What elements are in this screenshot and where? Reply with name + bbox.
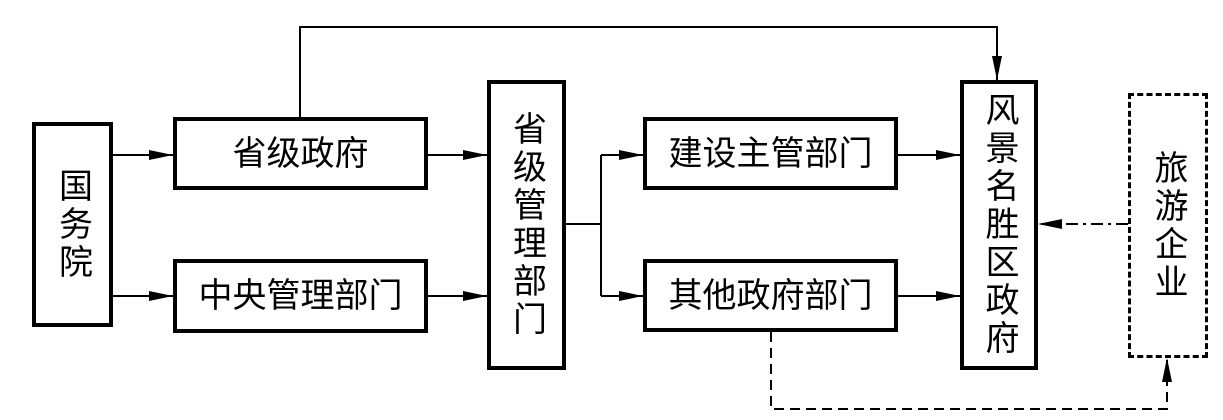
node-provincial-departments: 省级管理部门 (487, 80, 566, 370)
node-other-departments: 其他政府部门 (643, 259, 898, 332)
edge-other-departments-to-tourism-enterprise (770, 332, 1172, 410)
node-provincial-departments-label: 省级管理部门 (506, 111, 547, 339)
node-scenic-area-government: 风景名胜区政府 (960, 80, 1038, 370)
node-central-departments: 中央管理部门 (173, 259, 428, 333)
node-state-council-label: 国务院 (52, 167, 93, 282)
node-tourism-enterprise: 旅游企业 (1128, 93, 1208, 358)
node-state-council: 国务院 (32, 122, 113, 327)
edge-provincial-government-to-scenic-area-government (299, 26, 1002, 117)
node-provincial-government: 省级政府 (173, 117, 428, 190)
node-tourism-enterprise-label: 旅游企业 (1148, 149, 1188, 302)
node-central-departments-label: 中央管理部门 (198, 276, 403, 316)
node-other-departments-label: 其他政府部门 (668, 275, 873, 316)
node-construction-department-label: 建设主管部门 (668, 133, 873, 174)
node-construction-department: 建设主管部门 (643, 117, 898, 190)
node-provincial-government-label: 省级政府 (232, 133, 369, 174)
node-scenic-area-government-label: 风景名胜区政府 (979, 92, 1019, 358)
